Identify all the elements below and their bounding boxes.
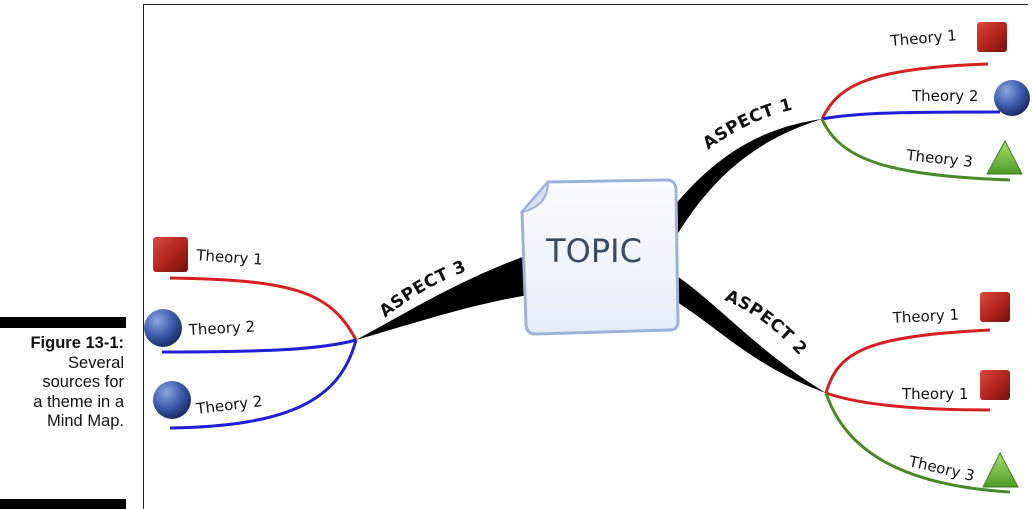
branch-a1-theory-1	[820, 62, 989, 120]
a2-theory-3-label: Theory 3	[906, 452, 976, 485]
branch-a3-theory-2b	[169, 339, 358, 430]
figure-caption: Figure 13-1: Several sources for a theme…	[0, 334, 124, 432]
triangle-icon	[986, 139, 1023, 175]
square-icon	[980, 370, 1010, 400]
aspect-2-label: ASPECT 2	[722, 286, 811, 359]
branch-a1-theory-3	[820, 118, 1011, 182]
topic-paper-icon	[520, 178, 680, 336]
branch-a2-theory-1	[824, 328, 991, 394]
a2-theory-1-label: Theory 1	[891, 306, 959, 328]
branch-aspect-1	[655, 119, 822, 250]
circle-icon	[144, 309, 182, 347]
figure-frame	[143, 4, 1028, 509]
caption-line-2: sources for	[42, 373, 124, 391]
caption-bottom-rule	[0, 499, 126, 509]
topic-node[interactable]: TOPIC	[519, 178, 680, 336]
branch-a1-theory-2	[821, 110, 1001, 121]
topic-label: TOPIC	[545, 232, 642, 270]
branch-a3-theory-2	[161, 338, 357, 354]
caption-line-4: Mind Map.	[46, 412, 124, 430]
branch-a2-theory-3	[824, 392, 1011, 494]
a1-theory-1-label: Theory 1	[889, 26, 958, 50]
circle-icon	[153, 381, 191, 419]
square-icon	[153, 237, 188, 272]
caption-top-rule	[0, 317, 126, 328]
caption-line-1: Several	[68, 353, 124, 372]
a3-theory-1-label: Theory 1	[195, 246, 264, 269]
figure-label: Figure 13-1:	[30, 334, 124, 352]
branch-aspect-2	[660, 270, 826, 393]
a1-theory-2-label: Theory 2	[911, 87, 978, 105]
a2-theory-1b-label: Theory 1	[901, 385, 968, 403]
square-icon	[977, 22, 1007, 52]
a3-theory-2b-label: Theory 2	[194, 392, 263, 418]
square-icon	[980, 292, 1010, 322]
caption-line-3: a theme in a	[33, 392, 124, 411]
circle-icon	[994, 80, 1030, 116]
topic-fold-corner	[519, 179, 550, 214]
a1-theory-3-label: Theory 3	[905, 146, 974, 171]
branch-a2-theory-1b	[825, 391, 991, 412]
a3-theory-2-label: Theory 2	[187, 318, 255, 340]
branch-a3-theory-1	[169, 276, 358, 341]
triangle-icon	[982, 451, 1019, 488]
branch-aspect-3	[356, 255, 528, 340]
